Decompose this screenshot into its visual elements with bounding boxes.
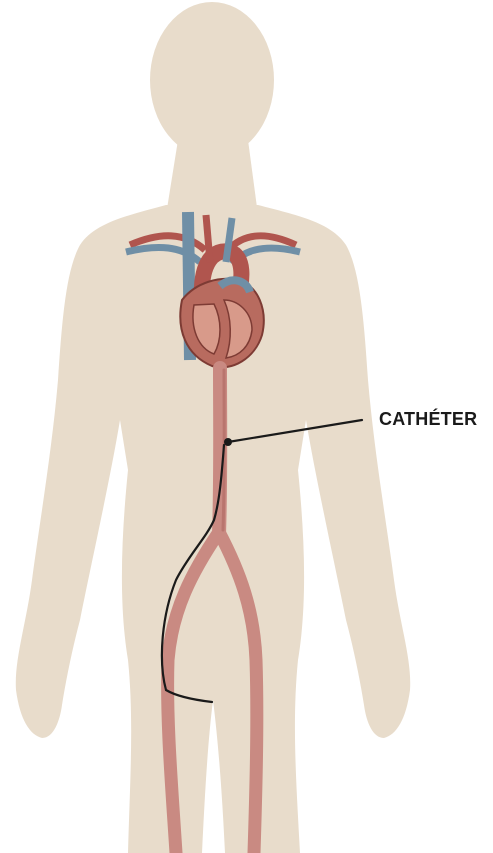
head-shape <box>150 2 274 158</box>
catheter-tip-dot <box>224 438 232 446</box>
neck-artery <box>206 215 210 262</box>
descending-aorta <box>219 368 220 535</box>
catheter-label: CATHÉTER <box>379 409 477 430</box>
neck-shape <box>166 140 258 215</box>
body-silhouette <box>16 2 410 853</box>
